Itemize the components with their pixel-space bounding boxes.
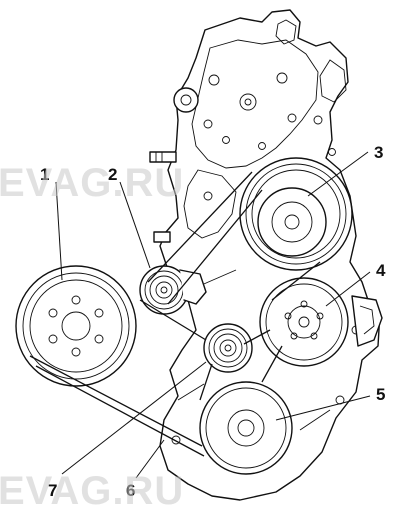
callout-2: 2 (108, 165, 117, 184)
tensioner-roller (203, 323, 253, 373)
callout-labels: 1 2 3 4 5 6 7 (40, 143, 386, 500)
watermark-top: EVAG.RU (0, 161, 184, 205)
leader-lines (55, 151, 371, 479)
callout-4: 4 (376, 261, 386, 280)
watermark: EVAG.RU EVAG.RU (0, 161, 184, 513)
callout-7: 7 (48, 481, 57, 500)
callout-1: 1 (40, 165, 49, 184)
watermark-bottom: EVAG.RU (0, 469, 184, 513)
callout-6: 6 (126, 481, 135, 500)
alternator-pulley (239, 157, 353, 271)
callout-5: 5 (376, 385, 385, 404)
damper-pulley (15, 265, 137, 387)
crankshaft-pulley (199, 381, 293, 475)
poly-v-belt (29, 171, 321, 457)
coolant-pump-pulley (259, 277, 349, 367)
callout-3: 3 (374, 143, 383, 162)
